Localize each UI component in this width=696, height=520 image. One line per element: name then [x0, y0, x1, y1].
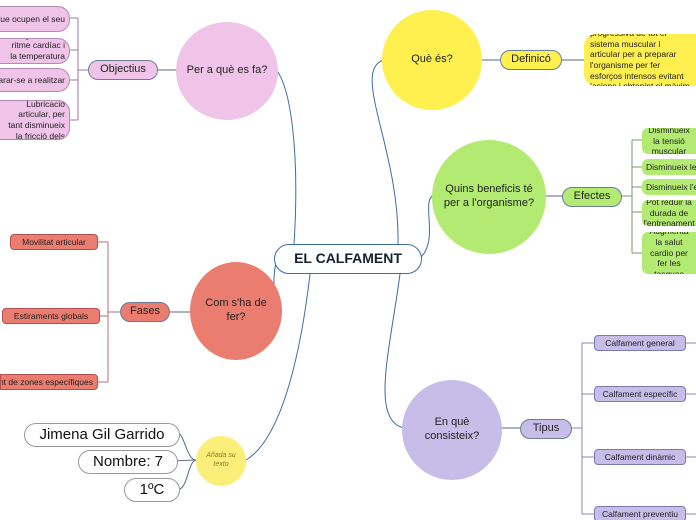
efecte-item[interactable]: Disminueix la tensió muscular: [642, 128, 696, 154]
tipus-item[interactable]: Calfament específic: [594, 386, 686, 402]
objectiu-item[interactable]: Augmentar el ritme cardíac i la temperat…: [0, 38, 70, 64]
que-es-node[interactable]: Què és?: [382, 10, 482, 110]
fases-label[interactable]: Fases: [120, 302, 170, 322]
link-center-consisteix: [384, 273, 405, 429]
efecte-item[interactable]: Augmenta la salut cardio per fer les tas…: [642, 232, 696, 274]
author-name[interactable]: Jimena Gil Garrido: [24, 423, 180, 447]
link-center-per-a-que: [273, 67, 297, 245]
com-node[interactable]: Com s'ha de fer?: [190, 262, 282, 360]
fases-bracket: [98, 241, 120, 383]
autor-node[interactable]: Añada su texto: [196, 436, 246, 486]
objectiu-item[interactable]: Evitar que ocupen el seu: [0, 6, 70, 32]
objectiu-item[interactable]: Preparar-se a realitzar: [0, 68, 70, 92]
link-center-autor: [245, 273, 311, 461]
tipus-item[interactable]: Calfament preventiu: [594, 506, 686, 520]
definicio-label[interactable]: Definicó: [500, 50, 562, 70]
fase-item[interactable]: Estiraments globals: [2, 308, 100, 324]
definicio-detail[interactable]: És la movilització suau i progressiva de…: [584, 34, 696, 86]
objectiu-item[interactable]: Lubricació articular, per tant disminuei…: [0, 100, 70, 140]
efectes-bracket: [622, 139, 642, 254]
efectes-label[interactable]: Efectes: [562, 187, 622, 207]
central-topic[interactable]: EL CALFAMENT: [274, 244, 422, 274]
author-number[interactable]: Nombre: 7: [78, 450, 178, 474]
efecte-item[interactable]: Disminueix lesions: [642, 159, 696, 175]
link-center-que-es: [371, 59, 399, 245]
beneficis-node[interactable]: Quins beneficis té per a l'organisme?: [432, 140, 546, 254]
tipus-label[interactable]: Tipus: [520, 419, 572, 439]
link-center-beneficis: [419, 194, 435, 259]
tipus-item[interactable]: Calfament general: [594, 335, 686, 351]
author-class[interactable]: 1ºC: [124, 478, 180, 502]
tipus-item[interactable]: Calfament dinàmic: [594, 449, 686, 465]
fase-item[interactable]: Estirament de zones específiques: [0, 374, 98, 390]
objectius-bracket: [70, 17, 88, 121]
link-autor-box3: [179, 459, 197, 490]
objectius-label[interactable]: Objectius: [88, 60, 158, 80]
consisteix-node[interactable]: En què consisteix?: [402, 380, 502, 480]
tipus-tails: [686, 342, 696, 515]
per-a-que-node[interactable]: Per a què es fa?: [176, 22, 278, 120]
fase-item[interactable]: Movilitat articular: [10, 234, 98, 250]
efecte-item[interactable]: Pot reduir la durada de l'entrenament: [642, 200, 696, 226]
efecte-item[interactable]: Disminueix l'estrès: [642, 179, 696, 195]
tipus-bracket: [572, 342, 594, 515]
link-autor-box: [179, 433, 197, 461]
